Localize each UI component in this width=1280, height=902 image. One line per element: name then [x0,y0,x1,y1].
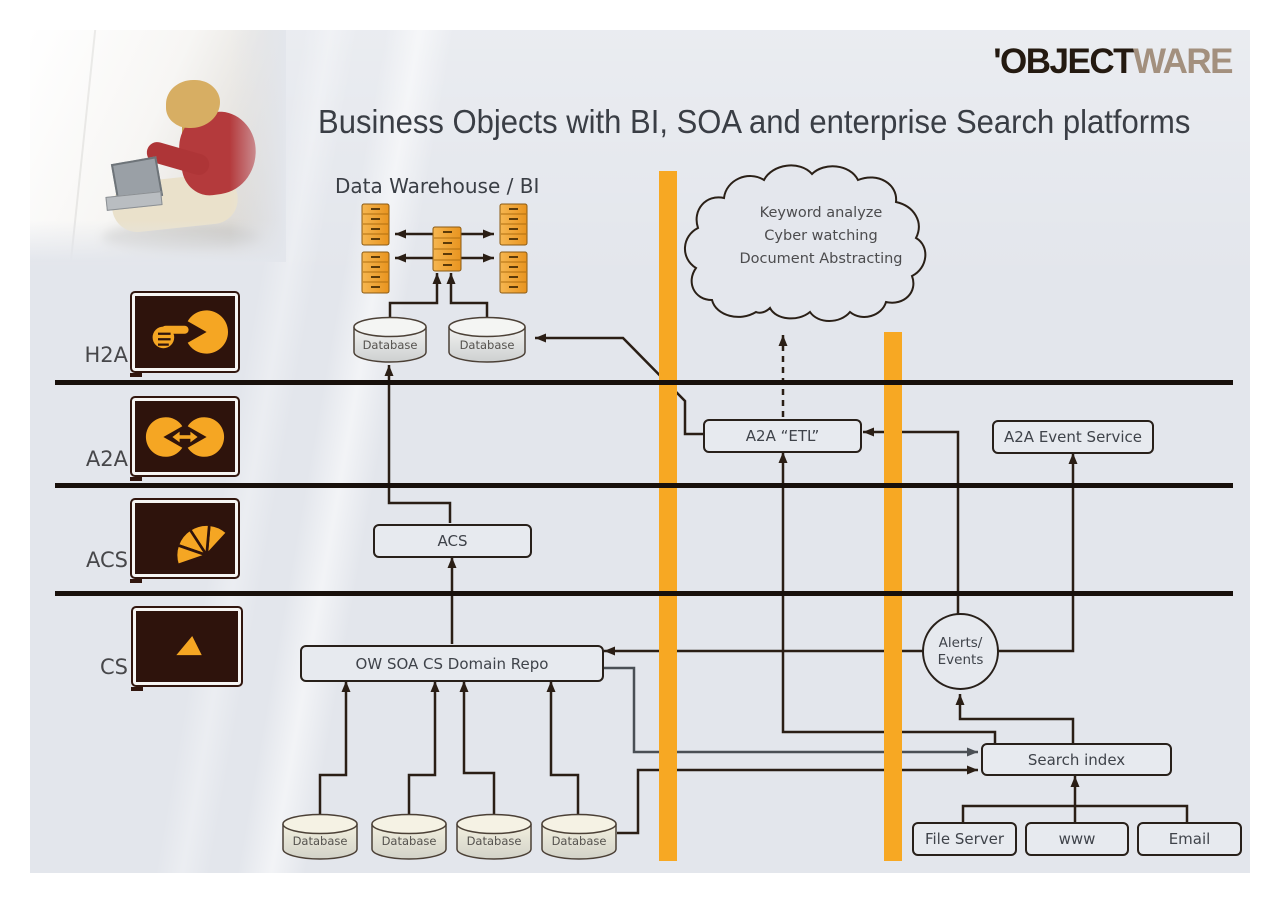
page-title: Business Objects with BI, SOA and enterp… [318,103,1191,140]
alerts-events-circle: Alerts/ Events [922,613,999,690]
layer-label-h2a: H2A [84,343,128,367]
database4-to-search [617,765,978,835]
a2a-event-service-box: A2A Event Service [992,420,1154,454]
file-server-box: File Server [912,822,1017,856]
orange-divider-bar-1 [659,171,677,861]
top-database-2-label: Database [460,338,515,352]
pacman-icon [187,310,229,354]
bottom-database-4: Database [541,813,617,860]
db-to-cabinet-left [388,273,442,320]
etl-to-database [535,333,703,436]
a2a-etl-box: A2A “ETL” [703,419,862,453]
fan-wedges-icon [174,522,229,567]
cloud-shape [684,164,927,322]
db4-to-repo [546,681,580,820]
acs-box: ACS [373,524,532,558]
bottom-database-2: Database [371,813,447,860]
human-to-app-icon [152,310,229,354]
a2a-icon-panel [130,396,240,481]
objectware-logo: 'OBJECTWARE [993,42,1234,82]
sources-bracket [961,804,1189,822]
alerts-to-etl [863,427,960,615]
repo-to-search-gray [600,666,978,757]
cloud-line-3: Document Abstracting [739,251,903,268]
alerts-label-line2: Events [937,651,984,668]
search-index-box: Search index [981,743,1172,776]
layer-line-a2a-acs [55,483,1233,488]
h2a-icon-panel [130,291,240,377]
db1-to-repo [318,681,351,820]
layer-line-acs-cs [55,591,1233,596]
search-to-alerts [955,694,1075,743]
cs-icon-panel [131,606,243,691]
cloud-line-1: Keyword analyze [759,205,883,221]
bottom-database-4-label: Database [552,834,607,848]
email-box: Email [1137,822,1242,856]
database-cylinders: Database Database Database Database Data… [282,316,617,860]
bottom-database-3: Database [456,813,532,860]
alerts-to-event-service [997,453,1078,653]
photo-woman-with-laptop [30,30,286,262]
cloud-services-text: Keyword analyze Cyber watching Document … [731,202,911,272]
layer-label-a2a: A2A [85,447,128,471]
top-database-1-label: Database [363,338,418,352]
top-database-1: Database [353,316,427,363]
ow-soa-cs-domain-repo-box: OW SOA CS Domain Repo [300,645,604,682]
top-database-2: Database [448,316,526,363]
acs-to-database [384,365,452,523]
layer-label-acs: ACS [86,548,128,572]
bottom-database-2-label: Database [382,834,437,848]
layer-label-cs: CS [100,655,128,679]
logo-prefix: 'OBJECT [993,42,1134,81]
www-box: www [1025,822,1129,856]
db3-to-repo [459,681,496,820]
bottom-database-1: Database [282,813,358,860]
bottom-database-3-label: Database [467,834,522,848]
db-to-cabinet-right [446,273,489,320]
app-to-app-icon [145,416,225,457]
pacman-right-icon [187,416,225,457]
acs-icon-panel [130,498,240,583]
pacman-left-icon [145,416,183,457]
bottom-database-1-label: Database [293,834,348,848]
warehouse-cabinets [361,203,528,294]
logo-suffix: WARE [1133,42,1234,81]
alerts-label-line1: Alerts/ [938,634,983,651]
db2-to-repo [407,681,440,820]
data-warehouse-heading: Data Warehouse / BI [335,174,540,198]
cloud-line-2: Cyber watching [764,228,878,245]
orange-divider-bar-2 [884,332,902,861]
layer-line-h2a-a2a [55,380,1233,385]
triangle-icon [172,632,205,657]
